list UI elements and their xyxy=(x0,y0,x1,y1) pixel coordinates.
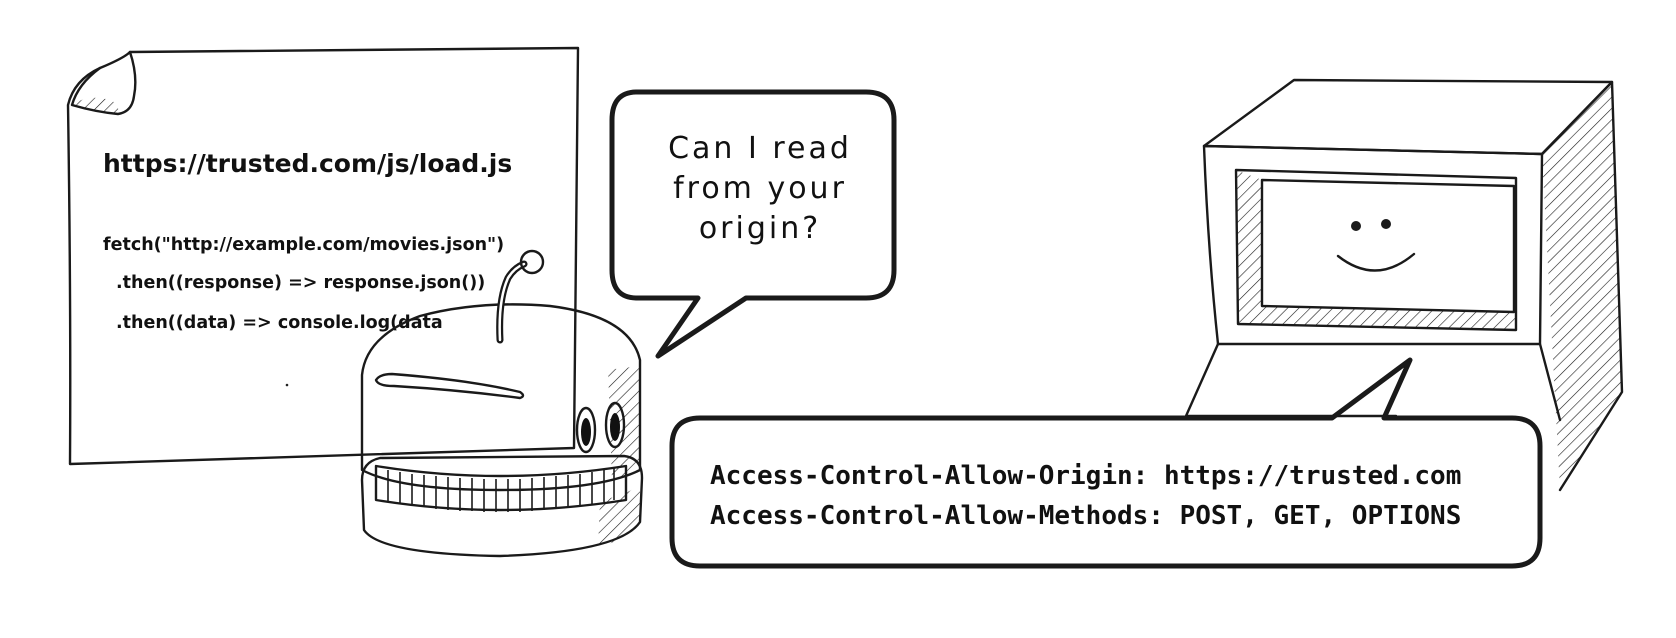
server-bezel-shading-left xyxy=(1236,170,1262,324)
server-body xyxy=(1184,342,1562,422)
script-document: https://trusted.com/js/load.js fetch("ht… xyxy=(66,46,580,466)
robot-base-shading xyxy=(598,484,640,548)
document-curl xyxy=(70,50,137,116)
document-page xyxy=(66,46,580,466)
code-line-3: .then((data) => console.log(data xyxy=(116,313,443,333)
response-speech-bubble: Access-Control-Allow-Origin: https://tru… xyxy=(669,357,1543,569)
server-eye-left xyxy=(1351,221,1361,231)
robot-ring xyxy=(374,464,628,512)
robot-pupil-right xyxy=(610,413,620,441)
server-bezel-shading-bottom xyxy=(1238,306,1516,330)
server-top xyxy=(1202,78,1614,156)
robot-antenna-ball xyxy=(519,249,545,275)
robot-eye-right xyxy=(604,401,626,449)
response-line-2: Access-Control-Allow-Methods: POST, GET,… xyxy=(710,501,1461,531)
response-bubble-outline xyxy=(669,357,1543,569)
request-line-1: Can I read xyxy=(668,131,852,166)
server-smile xyxy=(1336,252,1416,272)
server-side-shading xyxy=(1542,82,1622,490)
response-line-1: Access-Control-Allow-Origin: https://tru… xyxy=(710,461,1461,491)
robot-dome xyxy=(360,303,642,492)
request-line-2: from your xyxy=(673,171,847,206)
document-speck xyxy=(285,383,289,387)
robot-visor xyxy=(374,372,525,400)
robot-eye-left xyxy=(575,406,597,454)
request-line-3: origin? xyxy=(699,211,821,246)
server-screen xyxy=(1260,178,1516,314)
server-computer xyxy=(1184,78,1624,492)
robot-pupil-left xyxy=(581,418,591,446)
document-curl-shading xyxy=(74,97,119,114)
code-line-2: .then((response) => response.json()) xyxy=(116,273,485,293)
robot-antenna xyxy=(496,260,528,344)
server-eye-right xyxy=(1381,219,1391,229)
request-bubble-outline xyxy=(609,89,897,359)
document-url: https://trusted.com/js/load.js xyxy=(103,149,512,178)
code-line-1: fetch("http://example.com/movies.json") xyxy=(103,235,504,255)
robot-ring-ribs xyxy=(387,468,615,512)
robot xyxy=(360,249,644,558)
request-speech-bubble: Can I read from your origin? xyxy=(609,89,897,359)
